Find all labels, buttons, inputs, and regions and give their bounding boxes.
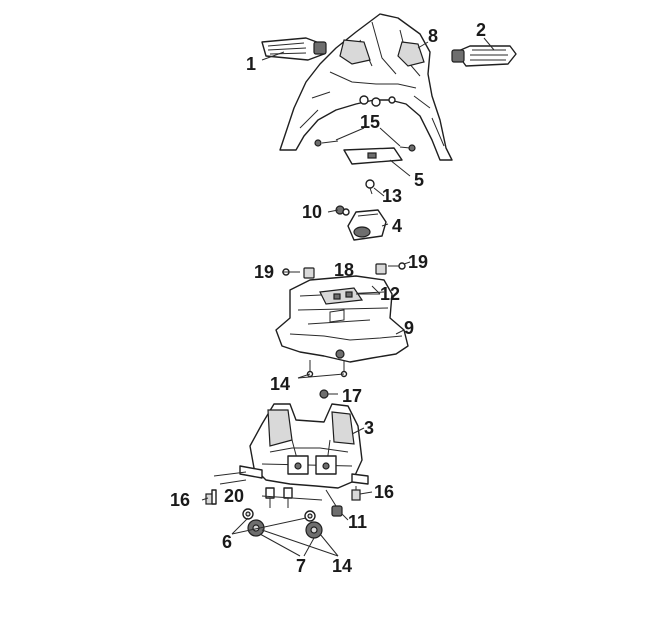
part-4-mount-bracket [347, 209, 387, 241]
callout-11: 11 [348, 512, 367, 532]
callout-8: 8 [428, 26, 438, 46]
part-11-nut [325, 489, 343, 517]
part-19-right-screw [388, 262, 406, 270]
callout-9: 9 [404, 318, 414, 338]
frame-fasteners [359, 95, 396, 107]
callout-19-left: 19 [254, 262, 274, 282]
part-16-right-bolt [351, 486, 361, 501]
part-17-nut [319, 389, 329, 399]
callout-7: 7 [296, 556, 306, 576]
callout-12: 12 [380, 284, 400, 304]
callout-2: 2 [476, 20, 486, 40]
part-8-footrest-frame [279, 13, 453, 161]
callout-labels: 1 2 8 15 5 13 10 4 19 18 19 12 9 14 17 3… [170, 20, 486, 576]
callout-18: 18 [334, 260, 354, 280]
callout-19-right: 19 [408, 252, 428, 272]
callout-6: 6 [222, 532, 232, 552]
part-10-nut [335, 205, 350, 216]
part-3-lower-bracket [239, 403, 369, 489]
part-13-bolt [365, 179, 375, 195]
part-18-clip-right [375, 263, 387, 275]
callout-10: 10 [302, 202, 322, 222]
callout-16-right: 16 [374, 482, 394, 502]
callout-5: 5 [414, 170, 424, 190]
callout-17: 17 [342, 386, 362, 406]
callout-4: 4 [392, 216, 402, 236]
leader-lines [201, 37, 495, 557]
part-9-center-cover [275, 275, 409, 363]
callout-16-left: 16 [170, 490, 190, 510]
callout-1: 1 [246, 54, 256, 74]
part-18-clip-left [303, 267, 315, 279]
callout-14-middle: 14 [270, 374, 290, 394]
part-15-screws [314, 139, 416, 152]
part-5-plate [343, 147, 403, 165]
part-20-spacers [261, 487, 323, 508]
part-6-washers [242, 508, 316, 522]
callout-3: 3 [364, 418, 374, 438]
callout-15: 15 [360, 112, 380, 132]
callout-20: 20 [224, 486, 244, 506]
part-2-right-footpeg [451, 45, 517, 67]
callout-13: 13 [382, 186, 402, 206]
callout-14-bottom: 14 [332, 556, 352, 576]
